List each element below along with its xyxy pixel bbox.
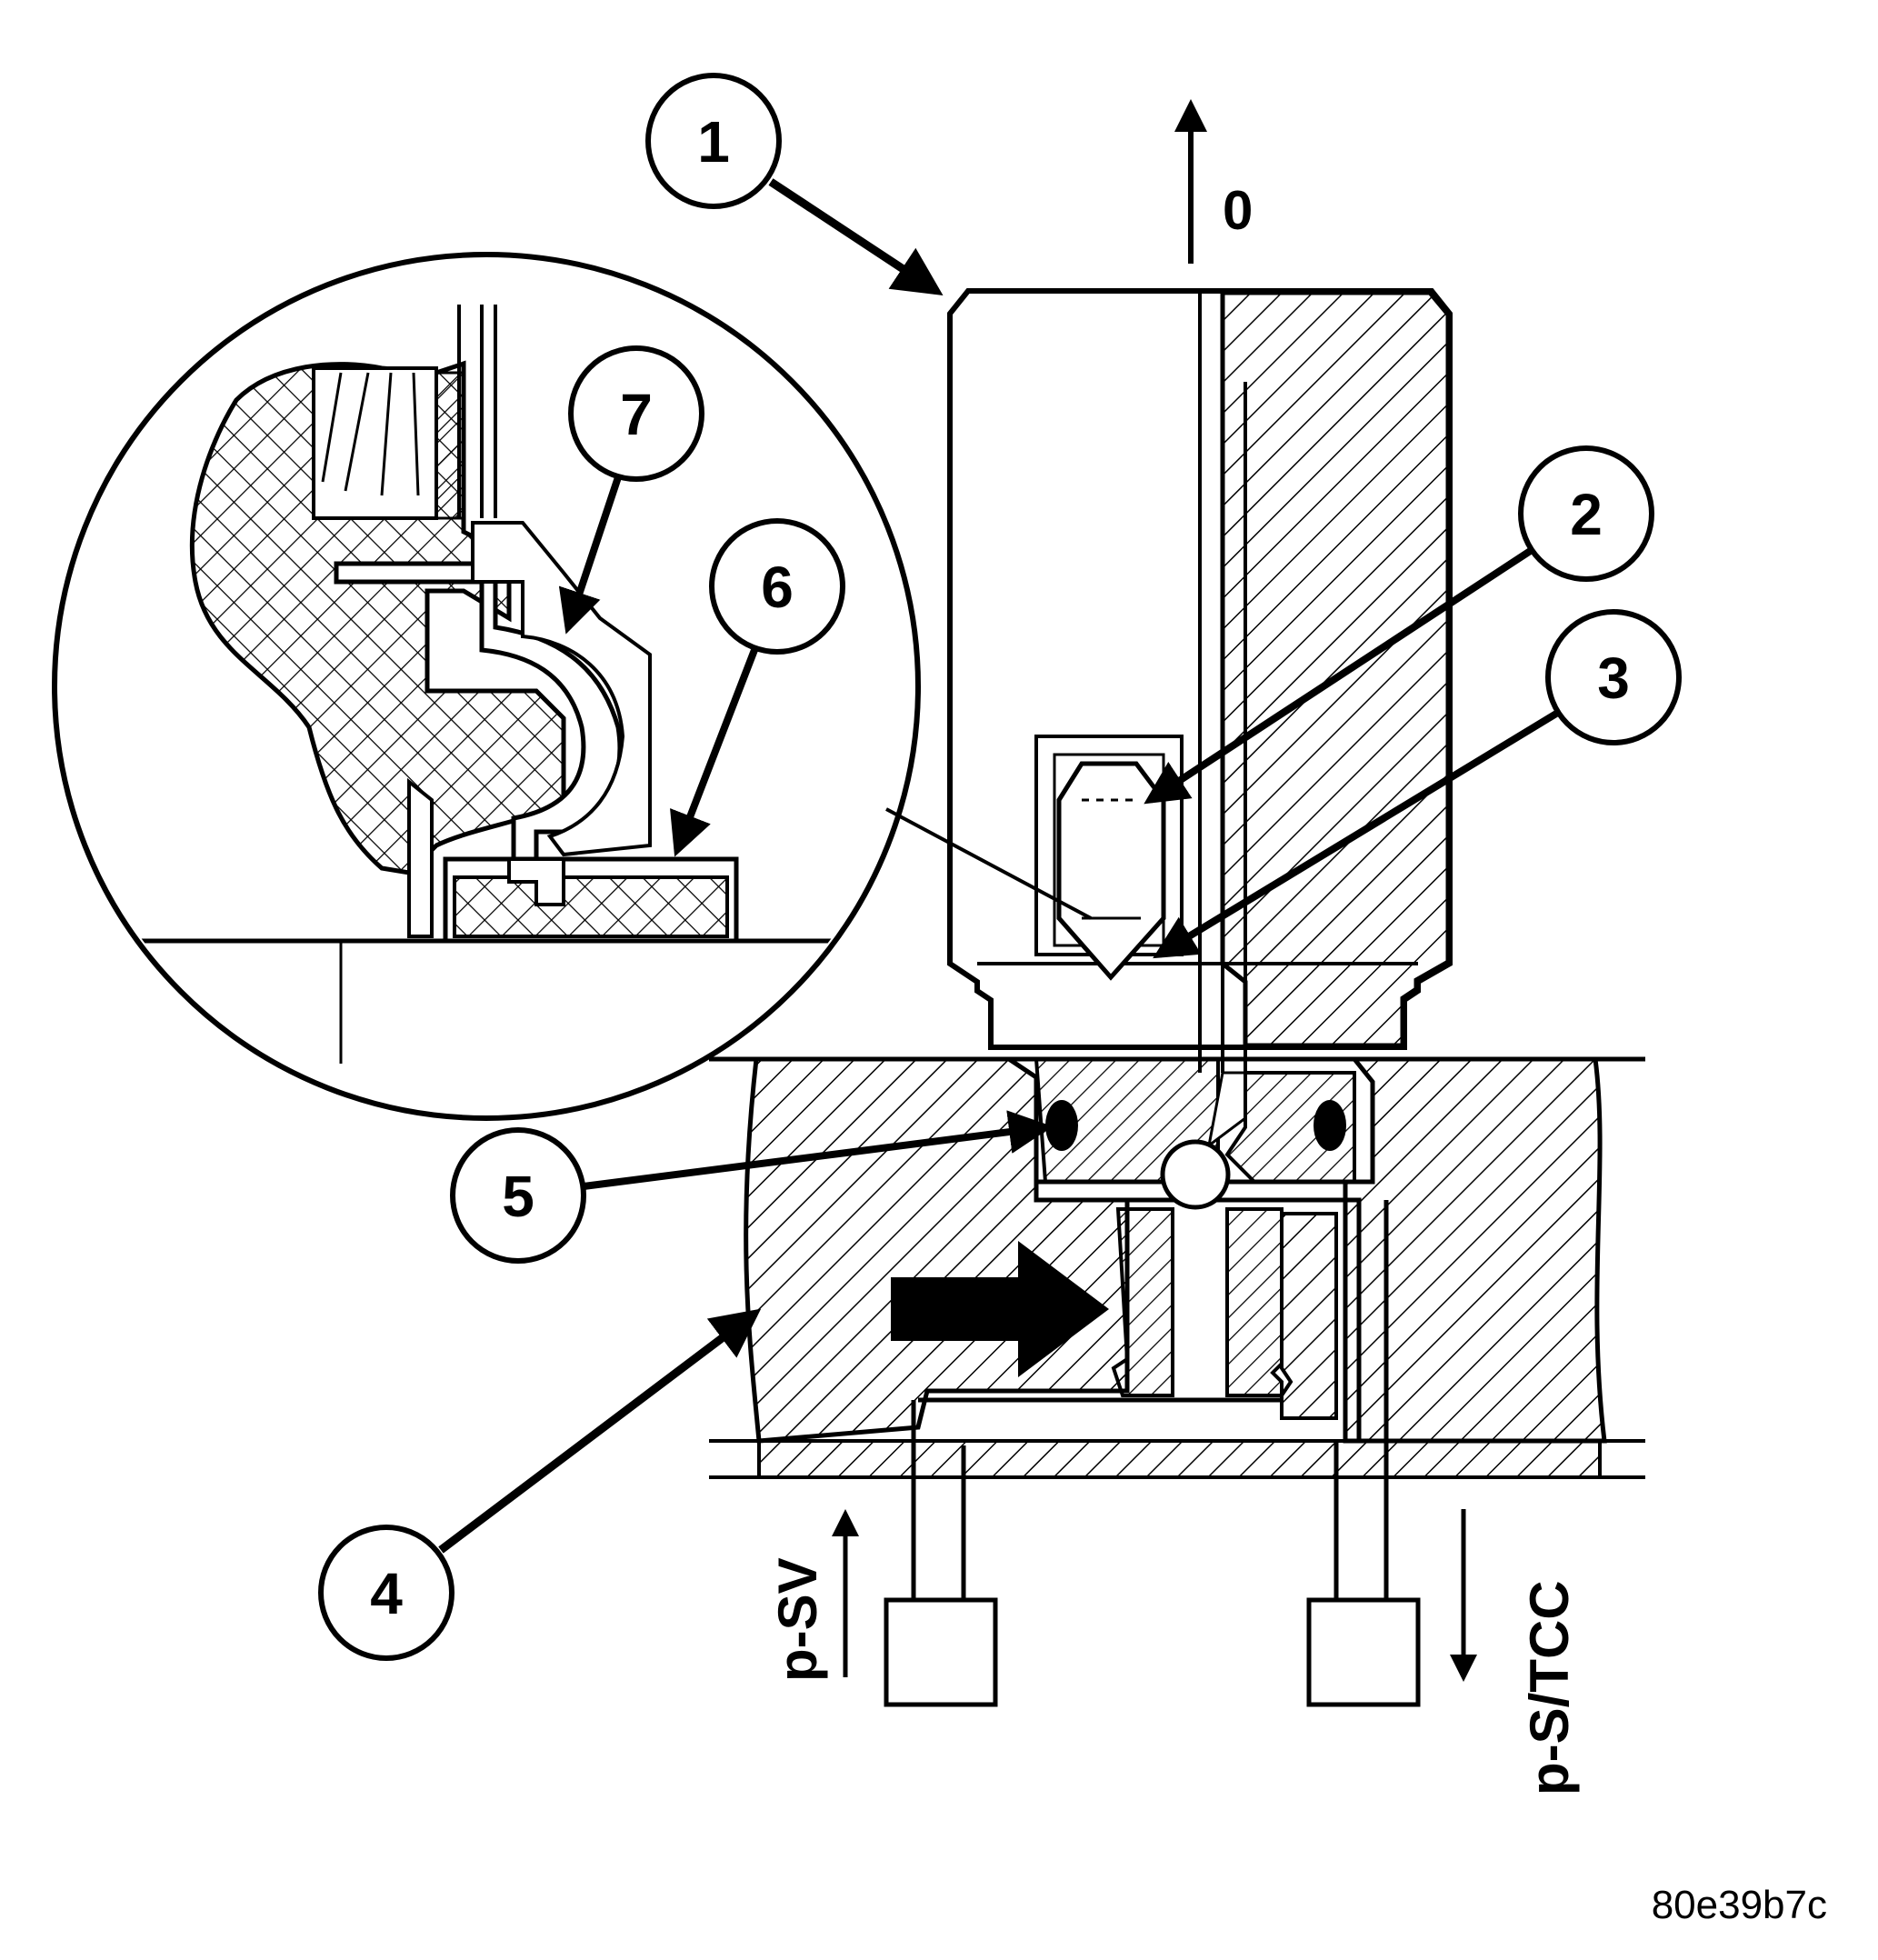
port-right-label: p-S/TCC [1519,1580,1580,1795]
callout-7-leader [558,475,622,635]
callout-5: 5 [450,1110,1053,1264]
callout-6: 6 [670,518,845,857]
callout-3: 3 [1153,609,1682,959]
callout-4-label: 4 [370,1561,403,1626]
callout-1-label: 1 [697,109,730,175]
flow-arrow [891,1241,1109,1377]
callout-1-leader [768,178,944,295]
detail-inset [52,252,1092,1121]
callout-6-label: 6 [761,555,794,620]
callout-4-leader [438,1308,762,1554]
callout-5-leader [583,1110,1053,1190]
callout-5-label: 5 [502,1164,534,1229]
callout-1: 1 [645,73,944,295]
direction-indicator: 0 [1174,99,1253,264]
port-left-label: p-SV [767,1557,828,1682]
callout-2-label: 2 [1570,482,1603,547]
callout-4: 4 [318,1308,762,1661]
callout-3-leader [1153,710,1559,959]
callout-6-leader [670,648,758,857]
callout-7-label: 7 [620,382,653,447]
callout-3-label: 3 [1597,645,1630,711]
callout-7: 7 [558,345,704,635]
direction-label: 0 [1223,180,1253,241]
port-right: p-S/TCC [1306,1200,1580,1795]
figure-id: 80e39b7c [1652,1883,1827,1927]
callout-2-leader [1144,546,1534,805]
port-left: p-SV [767,1400,998,1707]
callout-2: 2 [1144,445,1654,805]
